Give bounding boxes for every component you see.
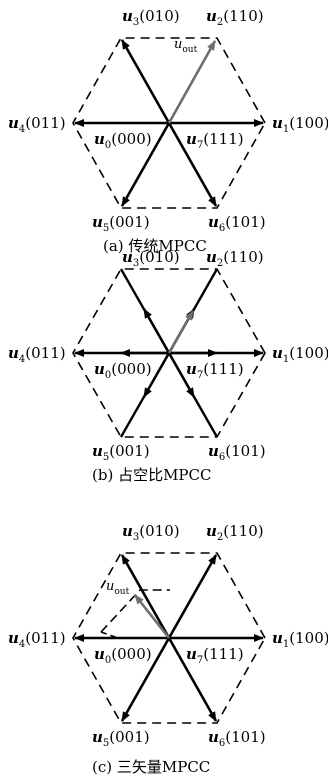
vector-u5-arrow bbox=[142, 352, 171, 398]
hexagon-boundary bbox=[72, 37, 266, 209]
output-vector-arrow bbox=[133, 594, 171, 639]
output-vector-arrow bbox=[167, 40, 217, 124]
caption-a: (a) 传统MPCC bbox=[103, 237, 207, 255]
label-u5: u5(001) bbox=[92, 442, 150, 463]
vector-u3-arrow bbox=[120, 554, 171, 639]
hexagon-boundary bbox=[72, 552, 266, 724]
label-u2: u2(110) bbox=[206, 522, 264, 543]
caption-c: (c) 三矢量MPCC bbox=[92, 758, 210, 776]
label-u4: u4(011) bbox=[8, 629, 66, 650]
label-u0: u0(000) bbox=[94, 645, 152, 666]
panel-b-top-labels: u3(010) u2(110) bbox=[0, 244, 328, 268]
vector-u3-arrow bbox=[120, 39, 171, 124]
synthesis-dashed-lower bbox=[100, 631, 119, 639]
panel-b: u4(011) u1(100) u0(000) u7(111) u5(001) … bbox=[0, 262, 328, 524]
panel-a: u3(010) u2(110) u4(011) u1(100) u0(000) … bbox=[0, 0, 328, 262]
vector-u6-arrow bbox=[167, 122, 218, 207]
label-u1: u1(100) bbox=[272, 344, 328, 365]
label-u0: u0(000) bbox=[94, 360, 152, 381]
output-vector-arrow bbox=[167, 310, 195, 354]
label-u7: u7(111) bbox=[186, 645, 244, 666]
vector-u3-arrow bbox=[142, 308, 171, 354]
label-u7: u7(111) bbox=[186, 360, 244, 381]
label-u7: u7(111) bbox=[186, 130, 244, 151]
label-uout: uout bbox=[106, 579, 130, 597]
label-u3: u3(010) bbox=[122, 7, 180, 28]
label-u1: u1(100) bbox=[272, 114, 328, 135]
vector-u6-arrow bbox=[167, 352, 196, 398]
label-u2: u2(110) bbox=[206, 248, 264, 268]
panel-c: u3(010) u2(110) u4(011) u1(100) u0(000) … bbox=[0, 506, 328, 782]
svm-diagram-traditional: u3(010) u2(110) u4(011) u1(100) u0(000) … bbox=[8, 7, 328, 255]
label-u3: u3(010) bbox=[122, 248, 180, 268]
label-u5: u5(001) bbox=[92, 213, 150, 234]
label-uout: uout bbox=[174, 37, 198, 55]
label-u5: u5(001) bbox=[92, 728, 150, 749]
vector-u5-arrow bbox=[120, 122, 171, 207]
synthesis-dashed-lines bbox=[100, 589, 170, 633]
label-u3: u3(010) bbox=[122, 522, 180, 543]
svm-diagram-duty-cycle: u4(011) u1(100) u0(000) u7(111) u5(001) … bbox=[8, 268, 328, 484]
vector-u2-arrow bbox=[167, 554, 218, 639]
label-u6: u6(101) bbox=[208, 442, 266, 463]
vector-u6-arrow bbox=[167, 637, 218, 722]
label-u4: u4(011) bbox=[8, 344, 66, 365]
svm-diagram-three-vector: u3(010) u2(110) u4(011) u1(100) u0(000) … bbox=[8, 522, 328, 776]
label-u1: u1(100) bbox=[272, 629, 328, 650]
label-u4: u4(011) bbox=[8, 114, 66, 135]
label-u6: u6(101) bbox=[208, 728, 266, 749]
label-u0: u0(000) bbox=[94, 130, 152, 151]
vector-u5-arrow bbox=[120, 637, 171, 722]
label-u6: u6(101) bbox=[208, 213, 266, 234]
caption-b: (b) 占空比MPCC bbox=[92, 466, 211, 484]
label-u2: u2(110) bbox=[206, 7, 264, 28]
panel-b-top-label-strip: u3(010) u2(110) bbox=[122, 248, 264, 268]
